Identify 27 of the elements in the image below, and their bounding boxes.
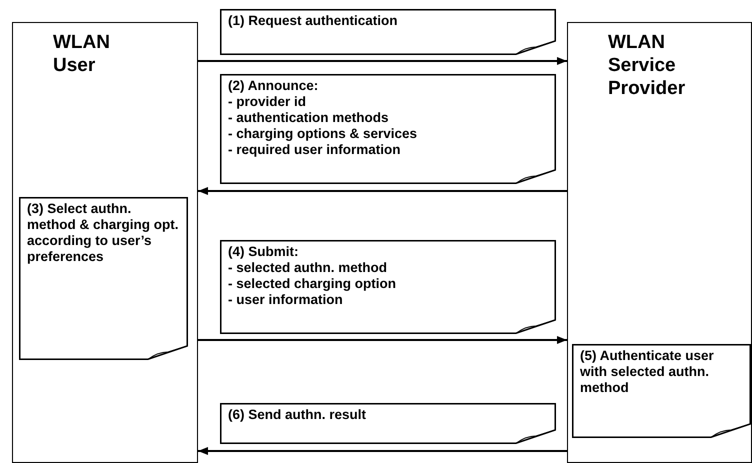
note-text: (1) Request authentication	[228, 13, 399, 29]
note-card	[572, 344, 751, 438]
note-text: - selected authn. method	[228, 260, 388, 276]
note-text: - charging options & services	[228, 126, 418, 142]
note-text: (6) Send authn. result	[228, 407, 368, 423]
note-card	[19, 197, 188, 360]
note-card	[220, 74, 556, 184]
participant-box	[12, 22, 198, 463]
participant-title: WLAN Service Provider	[608, 31, 686, 100]
note-text: (5) Authenticate user with selected authn. method	[580, 348, 715, 396]
note-text: - user information	[228, 292, 344, 308]
arrow	[198, 187, 567, 195]
note-text: - required user information	[228, 142, 402, 158]
note-text: (3) Select authn. method & charging opt. according to user’s preferences	[27, 201, 180, 265]
arrow	[198, 57, 567, 65]
arrow	[198, 336, 567, 344]
note-text: - authentication methods	[228, 110, 390, 126]
arrow	[198, 447, 567, 455]
note-text: (2) Announce:	[228, 78, 320, 94]
participant-box	[567, 22, 752, 463]
note-text: (4) Submit:	[228, 244, 300, 260]
note-text: - provider id	[228, 94, 308, 110]
note-card	[220, 9, 556, 55]
note-card	[220, 403, 556, 444]
note-text: - selected charging option	[228, 276, 398, 292]
participant-title: WLAN User	[53, 31, 111, 77]
note-card	[220, 240, 556, 334]
